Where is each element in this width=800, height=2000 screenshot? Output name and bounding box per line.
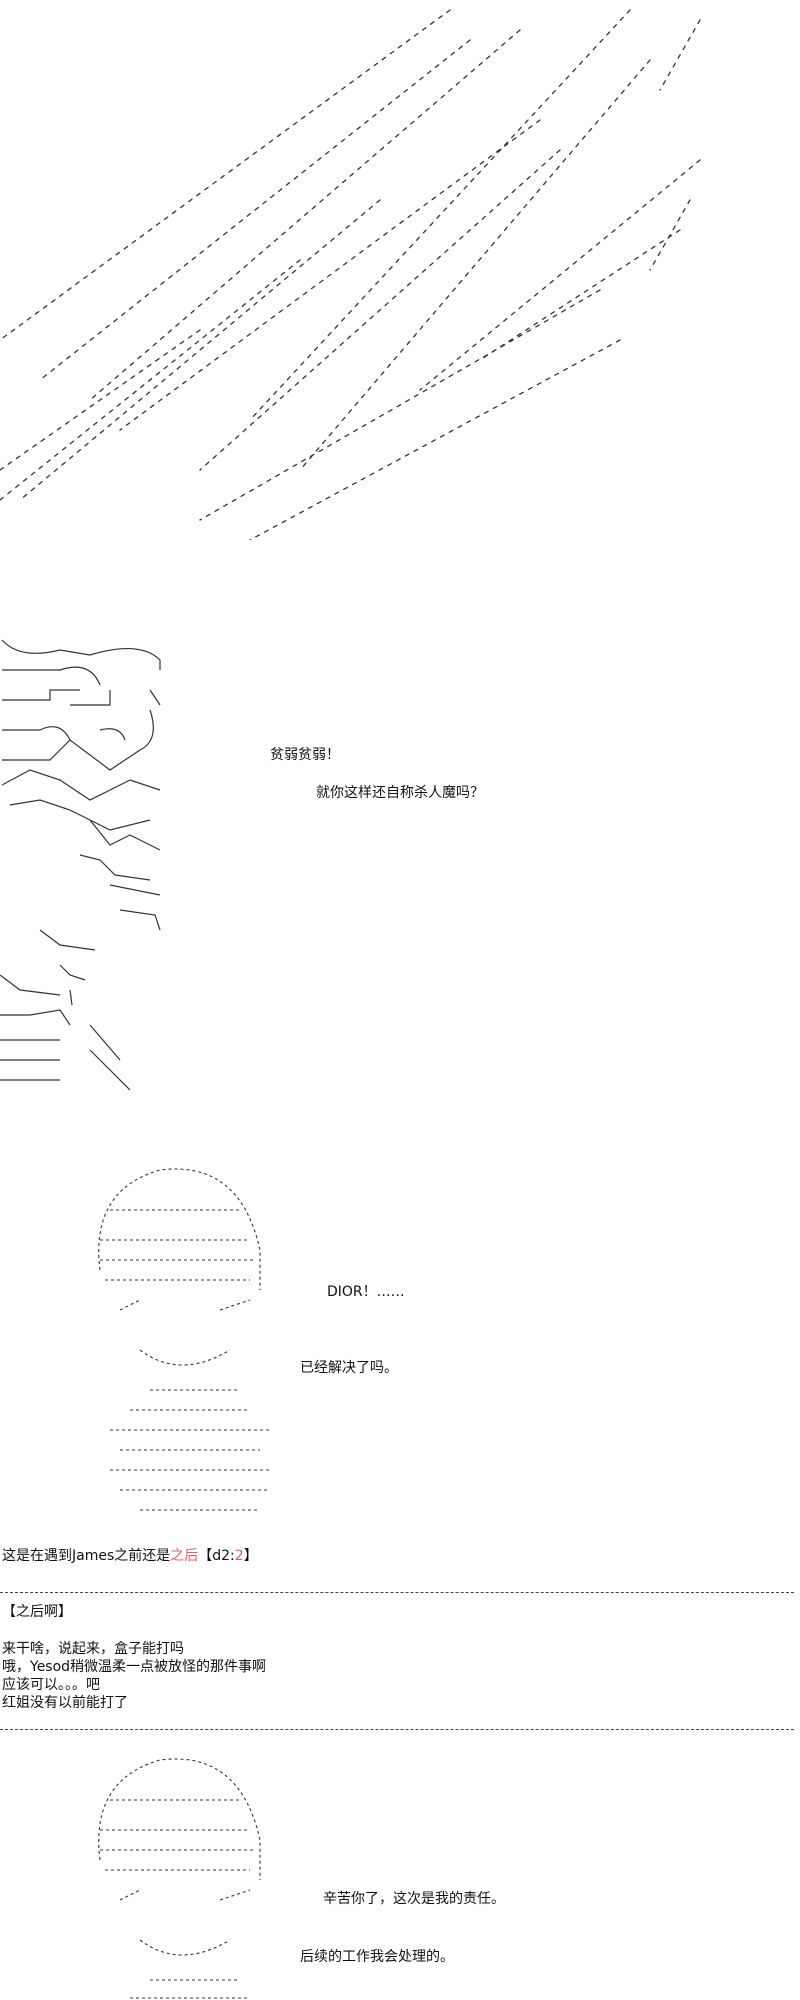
slash-art (0, 0, 720, 540)
dice-question: 这是在遇到James之前还是之后【d2:2】 (2, 1547, 258, 1565)
divider-top (0, 1592, 794, 1593)
question-prefix: 这是在遇到James之前还是 (2, 1548, 171, 1564)
after-line-3: 应该可以。。。吧 (2, 1677, 100, 1693)
speech-line-6: 后续的工作我会处理的。 (300, 1949, 454, 1965)
speech-line-5: 辛苦你了，这次是我的责任。 (323, 1891, 505, 1907)
figure-art (0, 630, 170, 1100)
speech-line-1: 贫弱贫弱！ (270, 747, 340, 763)
dice-choice: 之后 (170, 1548, 199, 1564)
dice-close: 】 (243, 1548, 258, 1564)
speech-line-2: 就你这样还自称杀人魔吗？ (316, 785, 484, 801)
dice-open: 【d2: (198, 1548, 235, 1564)
after-line-1: 来干啥，说起来，盒子能打吗 (2, 1641, 184, 1657)
head-art-2 (80, 1740, 280, 2000)
head-art-1 (80, 1150, 280, 1530)
after-heading: 【之后啊】 (2, 1604, 72, 1620)
speech-line-3: DIOR！…… (327, 1284, 405, 1300)
speech-line-4: 已经解决了吗。 (300, 1360, 398, 1376)
divider-bottom (0, 1729, 794, 1730)
after-line-2: 哦，Yesod稍微温柔一点被放怪的那件事啊 (2, 1659, 267, 1675)
dice-value: 2 (234, 1548, 244, 1564)
after-lines: 来干啥，说起来，盒子能打吗 哦，Yesod稍微温柔一点被放怪的那件事啊 应该可以… (2, 1640, 266, 1712)
after-line-4: 红姐没有以前能打了 (2, 1695, 128, 1711)
